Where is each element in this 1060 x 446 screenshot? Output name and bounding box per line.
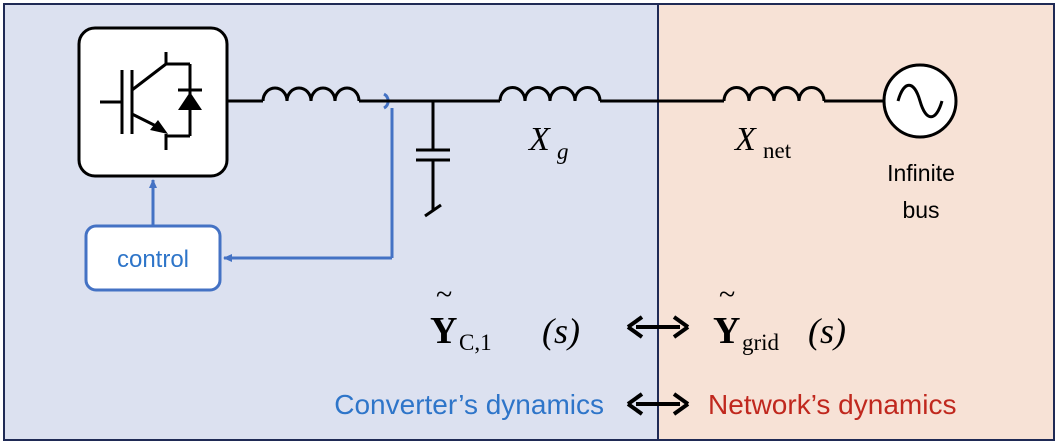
- dynamics-double-arrow: [626, 392, 690, 416]
- svg-text:~: ~: [719, 278, 735, 311]
- svg-text:Y: Y: [430, 310, 457, 352]
- grid-inductor: [498, 85, 602, 102]
- grid-admittance-label: ~ Y grid (s): [713, 278, 846, 355]
- filter-capacitor: [416, 101, 450, 218]
- converter-dynamics-label: Converter’s dynamics: [334, 389, 604, 420]
- converter-admittance-label: ~ Y C,1 (s): [430, 278, 580, 355]
- svg-text:g: g: [557, 139, 569, 164]
- ac-sine-source-icon: [882, 63, 958, 139]
- admittance-double-arrow: [626, 315, 690, 339]
- xg-label: X g: [527, 121, 569, 164]
- svg-text:X: X: [733, 121, 757, 158]
- svg-text:X: X: [527, 121, 551, 158]
- filter-inductor: [261, 86, 361, 102]
- control-label: control: [117, 246, 189, 273]
- svg-text:Y: Y: [713, 310, 740, 352]
- svg-text:(s): (s): [808, 311, 846, 351]
- network-region: [658, 4, 1054, 440]
- network-dynamics-label: Network’s dynamics: [708, 389, 956, 420]
- svg-text:net: net: [763, 138, 792, 163]
- infinite-bus-label-line1: Infinite: [887, 160, 955, 186]
- svg-text:(s): (s): [542, 311, 580, 351]
- igbt-switch-icon: [77, 26, 229, 178]
- infinite-bus-label-line2: bus: [902, 197, 939, 223]
- diagram-border: [3, 3, 1055, 441]
- network-inductor: [722, 85, 826, 102]
- svg-text:C,1: C,1: [459, 330, 492, 355]
- svg-text:grid: grid: [742, 330, 780, 355]
- svg-text:~: ~: [436, 278, 452, 311]
- xnet-label: X net: [733, 121, 792, 163]
